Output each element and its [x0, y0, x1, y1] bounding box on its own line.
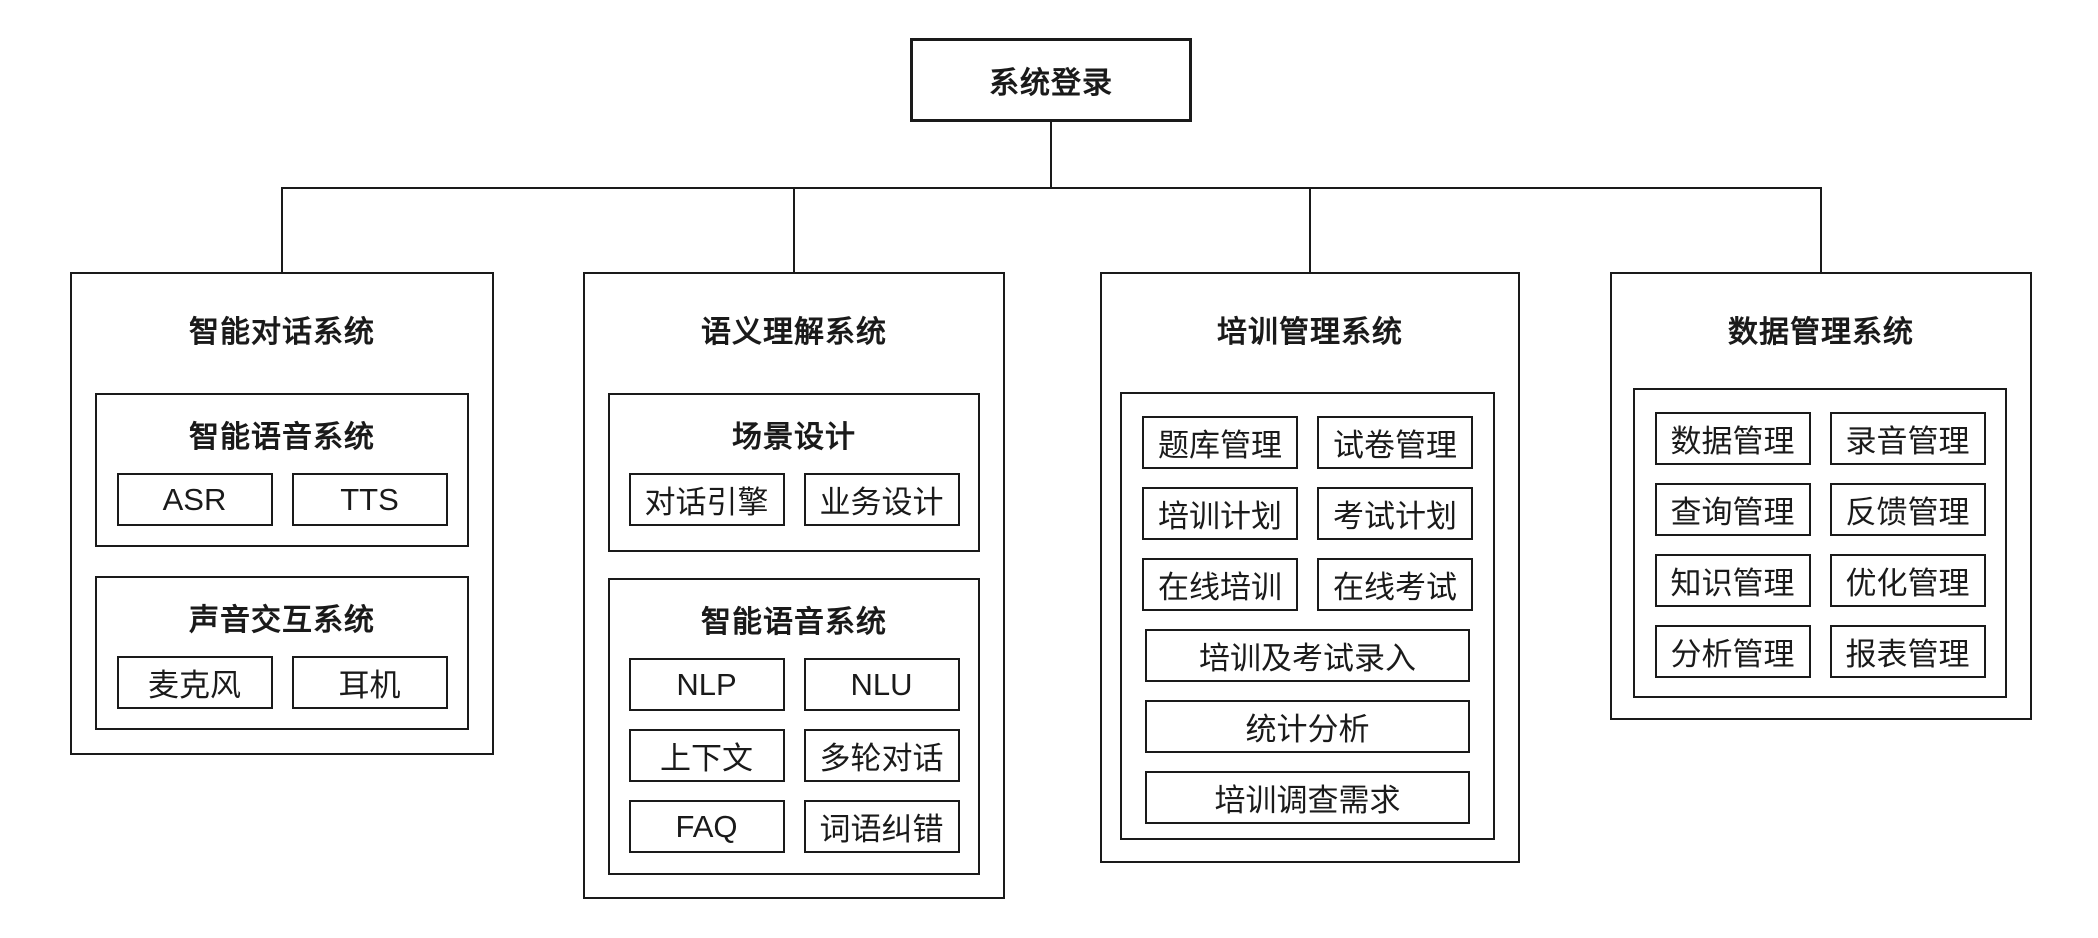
connector-stub-1	[281, 187, 283, 272]
node-asr: ASR	[116, 473, 273, 526]
group-rows: NLP NLU 上下文 多轮对话 FAQ 词语纠错	[628, 658, 960, 853]
group-data-items: 数据管理 录音管理 查询管理 反馈管理 知识管理 优化管理 分析管理 报表管理	[1633, 388, 2007, 698]
node-analysis-management: 分析管理	[1654, 625, 1811, 678]
node-report-management: 报表管理	[1829, 625, 1986, 678]
node-faq: FAQ	[628, 800, 785, 853]
node-row: 培训调查需求	[1142, 771, 1473, 824]
panel-title: 培训管理系统	[1217, 316, 1403, 349]
node-row: 上下文 多轮对话	[628, 729, 960, 782]
node-business-design: 业务设计	[803, 473, 960, 526]
node-row: 在线培训 在线考试	[1142, 558, 1473, 611]
connector-stub-2	[793, 187, 795, 272]
node-row: 培训及考试录入	[1142, 629, 1473, 682]
node-row: 题库管理 试卷管理	[1142, 416, 1473, 469]
group-intelligent-voice-2: 智能语音系统 NLP NLU 上下文 多轮对话 FAQ 词语纠错	[608, 578, 980, 875]
node-feedback-management: 反馈管理	[1829, 483, 1986, 536]
panel-title: 智能对话系统	[189, 316, 375, 349]
panel-data-management-system: 数据管理系统 数据管理 录音管理 查询管理 反馈管理 知识管理 优化管理 分析管…	[1610, 272, 2032, 720]
group-rows: 题库管理 试卷管理 培训计划 考试计划 在线培训 在线考试 培训及考试录入 统计…	[1142, 416, 1473, 824]
node-multi-turn-dialog: 多轮对话	[803, 729, 960, 782]
node-optimization-management: 优化管理	[1829, 554, 1986, 607]
panel-title: 数据管理系统	[1728, 316, 1914, 349]
node-data-management: 数据管理	[1654, 412, 1811, 465]
group-scene-design: 场景设计 对话引擎 业务设计	[608, 393, 980, 552]
group-voice-interaction: 声音交互系统 麦克风 耳机	[95, 576, 469, 730]
group-title: 声音交互系统	[189, 604, 375, 637]
node-row: NLP NLU	[628, 658, 960, 711]
node-microphone: 麦克风	[116, 656, 273, 709]
group-title: 场景设计	[732, 421, 856, 454]
node-online-training: 在线培训	[1142, 558, 1298, 611]
group-title: 智能语音系统	[701, 606, 887, 639]
connector-root-stem	[1050, 122, 1052, 188]
node-row: FAQ 词语纠错	[628, 800, 960, 853]
panel-title: 语义理解系统	[701, 316, 887, 349]
node-row: 分析管理 报表管理	[1654, 625, 1986, 678]
node-row: 统计分析	[1142, 700, 1473, 753]
group-rows: 数据管理 录音管理 查询管理 反馈管理 知识管理 优化管理 分析管理 报表管理	[1654, 412, 1986, 678]
node-training-and-exam-entry: 培训及考试录入	[1145, 629, 1470, 682]
connector-stub-3	[1309, 187, 1311, 272]
node-row: 对话引擎 业务设计	[628, 473, 960, 526]
group-title: 智能语音系统	[189, 421, 375, 454]
panel-training-management-system: 培训管理系统 题库管理 试卷管理 培训计划 考试计划 在线培训 在线考试 培训及…	[1100, 272, 1520, 863]
node-row: 数据管理 录音管理	[1654, 412, 1986, 465]
group-training-items: 题库管理 试卷管理 培训计划 考试计划 在线培训 在线考试 培训及考试录入 统计…	[1120, 392, 1495, 840]
node-row: ASR TTS	[116, 473, 448, 526]
node-system-login-label: 系统登录	[989, 67, 1113, 100]
group-rows: 对话引擎 业务设计	[628, 473, 960, 526]
panel-semantic-understanding-system: 语义理解系统 场景设计 对话引擎 业务设计 智能语音系统 NLP NLU 上下文…	[583, 272, 1005, 899]
node-query-management: 查询管理	[1654, 483, 1811, 536]
node-tts: TTS	[291, 473, 448, 526]
node-row: 麦克风 耳机	[116, 656, 448, 709]
node-question-bank-management: 题库管理	[1142, 416, 1298, 469]
node-recording-management: 录音管理	[1829, 412, 1986, 465]
node-dialog-engine: 对话引擎	[628, 473, 785, 526]
node-word-correction: 词语纠错	[803, 800, 960, 853]
group-rows: 麦克风 耳机	[116, 656, 448, 709]
panel-intelligent-dialogue-system: 智能对话系统 智能语音系统 ASR TTS 声音交互系统 麦克风 耳机	[70, 272, 494, 755]
group-rows: ASR TTS	[116, 473, 448, 526]
node-row: 知识管理 优化管理	[1654, 554, 1986, 607]
node-exam-plan: 考试计划	[1317, 487, 1473, 540]
node-row: 查询管理 反馈管理	[1654, 483, 1986, 536]
node-system-login: 系统登录	[910, 38, 1192, 122]
node-knowledge-management: 知识管理	[1654, 554, 1811, 607]
connector-bus	[281, 187, 1822, 189]
node-context: 上下文	[628, 729, 785, 782]
node-headset: 耳机	[291, 656, 448, 709]
node-online-exam: 在线考试	[1317, 558, 1473, 611]
connector-stub-4	[1820, 187, 1822, 272]
node-training-survey-demand: 培训调查需求	[1145, 771, 1470, 824]
node-nlu: NLU	[803, 658, 960, 711]
node-training-plan: 培训计划	[1142, 487, 1298, 540]
node-statistics-analysis: 统计分析	[1145, 700, 1470, 753]
node-test-paper-management: 试卷管理	[1317, 416, 1473, 469]
node-nlp: NLP	[628, 658, 785, 711]
node-row: 培训计划 考试计划	[1142, 487, 1473, 540]
group-intelligent-voice: 智能语音系统 ASR TTS	[95, 393, 469, 547]
